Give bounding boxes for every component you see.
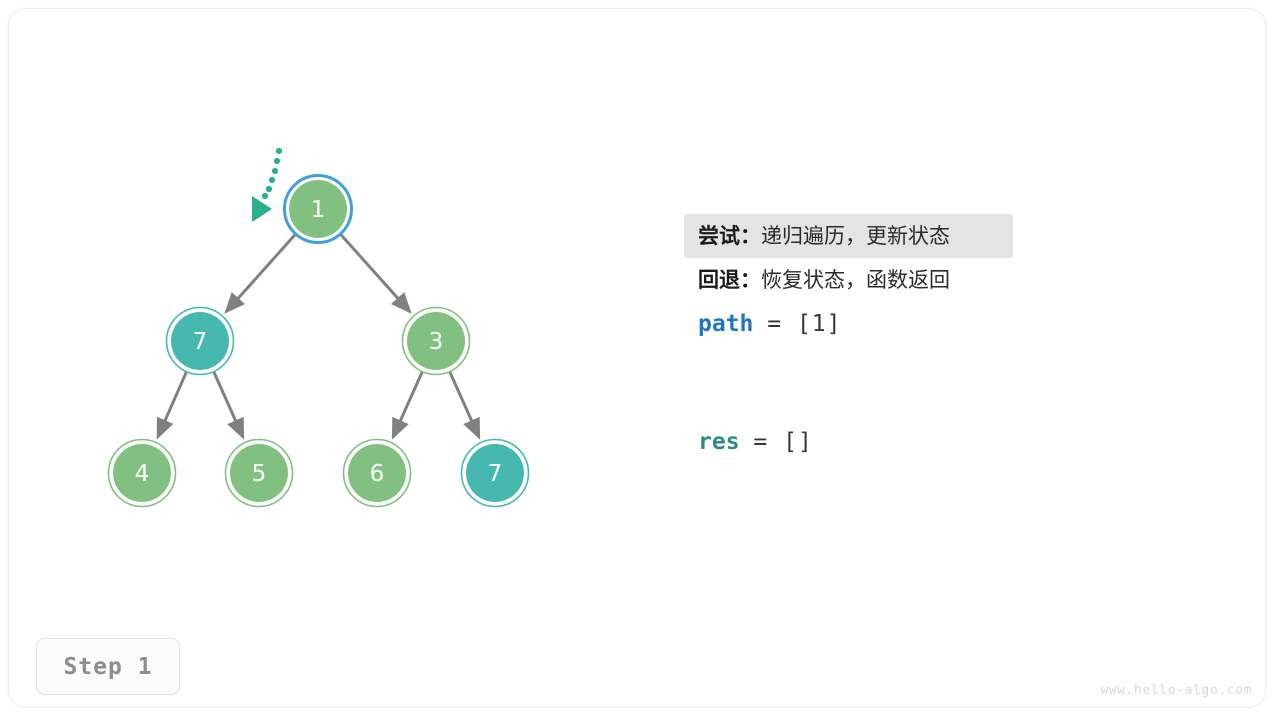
info-line-backtrack-keyword: 回退： xyxy=(698,268,761,292)
recursion-pointer-icon xyxy=(252,147,283,222)
tree-node-circle xyxy=(289,180,347,238)
pointer-trail-dot xyxy=(275,147,283,155)
info-line-try-body: 递归遍历，更新状态 xyxy=(761,224,950,248)
tree-edge xyxy=(448,371,481,440)
tree-node-label: 5 xyxy=(252,461,267,487)
panel-spacer xyxy=(684,346,1104,420)
tree-node-circle xyxy=(466,444,524,502)
tree-node-ring xyxy=(107,438,177,508)
pointer-trail-dot xyxy=(261,192,269,200)
tree-node-circle xyxy=(113,444,171,502)
tree-edge xyxy=(224,233,297,314)
tree-node-6[interactable]: 6 xyxy=(342,438,412,508)
variable-path: path = [1] xyxy=(684,302,1104,346)
tree-node-1-active[interactable]: 1 xyxy=(283,174,353,244)
variable-path-name: path xyxy=(698,311,754,337)
tree-node-circle xyxy=(407,312,465,370)
pointer-trail-dot xyxy=(265,185,273,193)
tree-node-5[interactable]: 5 xyxy=(224,438,294,508)
variable-res-name: res xyxy=(698,429,740,455)
tree-node-ring xyxy=(224,438,294,508)
tree-nodes: 1 7 3 4 5 6 7 xyxy=(107,174,530,508)
tree-edge xyxy=(391,371,424,440)
info-line-backtrack: 回退：恢复状态，函数返回 xyxy=(684,258,1013,302)
info-line-backtrack-body: 恢复状态，函数返回 xyxy=(761,268,950,292)
tree-node-7[interactable]: 7 xyxy=(165,306,235,376)
tree-node-3[interactable]: 3 xyxy=(401,306,471,376)
tree-node-7[interactable]: 7 xyxy=(460,438,530,508)
variable-path-value: = [1] xyxy=(767,311,842,337)
tree-node-label: 4 xyxy=(135,461,150,487)
tree-edge xyxy=(212,371,245,440)
tree-node-label: 1 xyxy=(311,197,326,223)
variable-res: res = [] xyxy=(684,420,1104,464)
tree-edge xyxy=(156,371,188,440)
variable-res-value: = [] xyxy=(753,429,813,455)
tree-node-ring xyxy=(342,438,412,508)
tree-node-circle xyxy=(230,444,288,502)
watermark: www.hello-algo.com xyxy=(1100,683,1252,698)
tree-node-ring xyxy=(460,438,530,508)
step-badge: Step 1 xyxy=(36,638,180,695)
pointer-trail-dot xyxy=(271,167,279,175)
info-panel: 尝试：递归遍历，更新状态 回退：恢复状态，函数返回 path = [1] res… xyxy=(684,214,1104,464)
tree-node-ring xyxy=(283,174,353,244)
info-line-try-keyword: 尝试： xyxy=(698,224,761,248)
tree-node-ring xyxy=(401,306,471,376)
pointer-trail-dot xyxy=(273,157,281,165)
step-badge-label: Step 1 xyxy=(63,653,153,680)
tree-node-label: 3 xyxy=(429,329,444,355)
tree-edge xyxy=(339,233,412,314)
tree-node-circle xyxy=(348,444,406,502)
pointer-arrowhead-icon xyxy=(252,196,272,222)
tree-node-label: 6 xyxy=(370,461,385,487)
tree-node-circle xyxy=(171,312,229,370)
info-line-try: 尝试：递归遍历，更新状态 xyxy=(684,214,1013,258)
tree-node-label: 7 xyxy=(488,461,503,487)
tree-node-label: 7 xyxy=(193,329,208,355)
tree-edges xyxy=(156,233,481,440)
tree-node-ring xyxy=(165,306,235,376)
pointer-trail-dot xyxy=(268,176,276,184)
tree-node-4[interactable]: 4 xyxy=(107,438,177,508)
